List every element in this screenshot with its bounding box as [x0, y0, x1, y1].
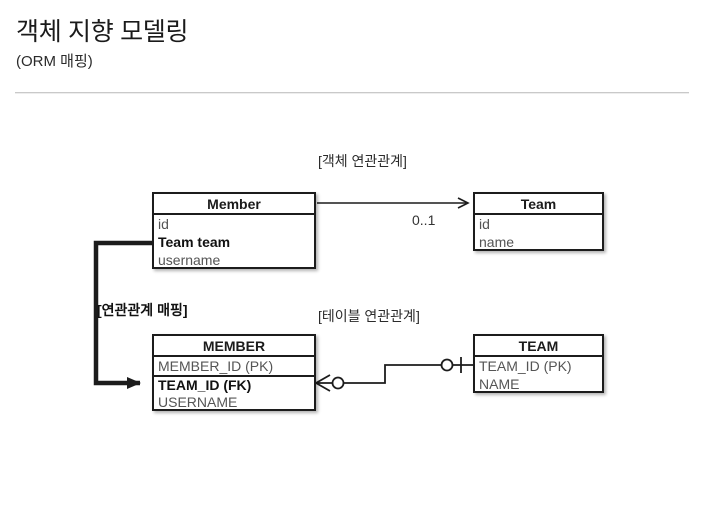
table-box-team[interactable]: TEAM TEAM_ID (PK) NAME	[473, 334, 604, 393]
class-field-team-name: name	[479, 234, 515, 250]
table-box-team-columns: TEAM_ID (PK) NAME	[475, 357, 602, 393]
crows-foot-optional-circle-right	[440, 358, 454, 372]
label-object-relation: [객체 연관관계]	[318, 153, 407, 169]
connector-relation-mapping	[93, 240, 152, 389]
class-field-member-id: id	[158, 216, 169, 232]
table-box-team-title: TEAM	[475, 336, 602, 357]
table-association-path	[344, 364, 441, 384]
class-box-team-fields: id name	[475, 215, 602, 251]
label-relation-mapping: [연관관계 매핑]	[97, 302, 188, 318]
relation-mapping-path	[93, 240, 152, 389]
class-box-team[interactable]: Team id name	[473, 192, 604, 251]
table-column-team-id-fk: TEAM_ID (FK)	[154, 375, 314, 393]
class-field-team-id: id	[479, 216, 490, 232]
class-field-member-username: username	[158, 252, 221, 268]
table-box-member-columns: MEMBER_ID (PK) TEAM_ID (FK) USERNAME	[154, 357, 314, 411]
class-box-member-fields: id Team team username	[154, 215, 314, 269]
crows-foot-many-symbol	[315, 374, 332, 392]
table-column-name: NAME	[479, 376, 520, 392]
table-column-member-id: MEMBER_ID (PK)	[158, 358, 274, 374]
table-box-member-title: MEMBER	[154, 336, 314, 357]
page-subtitle: (ORM 매핑)	[16, 53, 93, 70]
connector-table-association	[315, 357, 473, 392]
crows-foot-optional-circle-left	[331, 376, 345, 390]
class-box-member-title: Member	[154, 194, 314, 215]
table-column-team-id-pk: TEAM_ID (PK)	[479, 358, 572, 374]
table-box-member[interactable]: MEMBER MEMBER_ID (PK) TEAM_ID (FK) USERN…	[152, 334, 316, 411]
class-box-member[interactable]: Member id Team team username	[152, 192, 316, 269]
class-box-team-title: Team	[475, 194, 602, 215]
header-divider	[15, 92, 689, 93]
class-field-member-team: Team team	[158, 234, 231, 250]
label-table-relation: [테이블 연관관계]	[318, 308, 420, 324]
table-column-username: USERNAME	[158, 394, 238, 410]
page-title: 객체 지향 모델링	[16, 18, 189, 46]
label-multiplicity: 0..1	[412, 212, 436, 228]
